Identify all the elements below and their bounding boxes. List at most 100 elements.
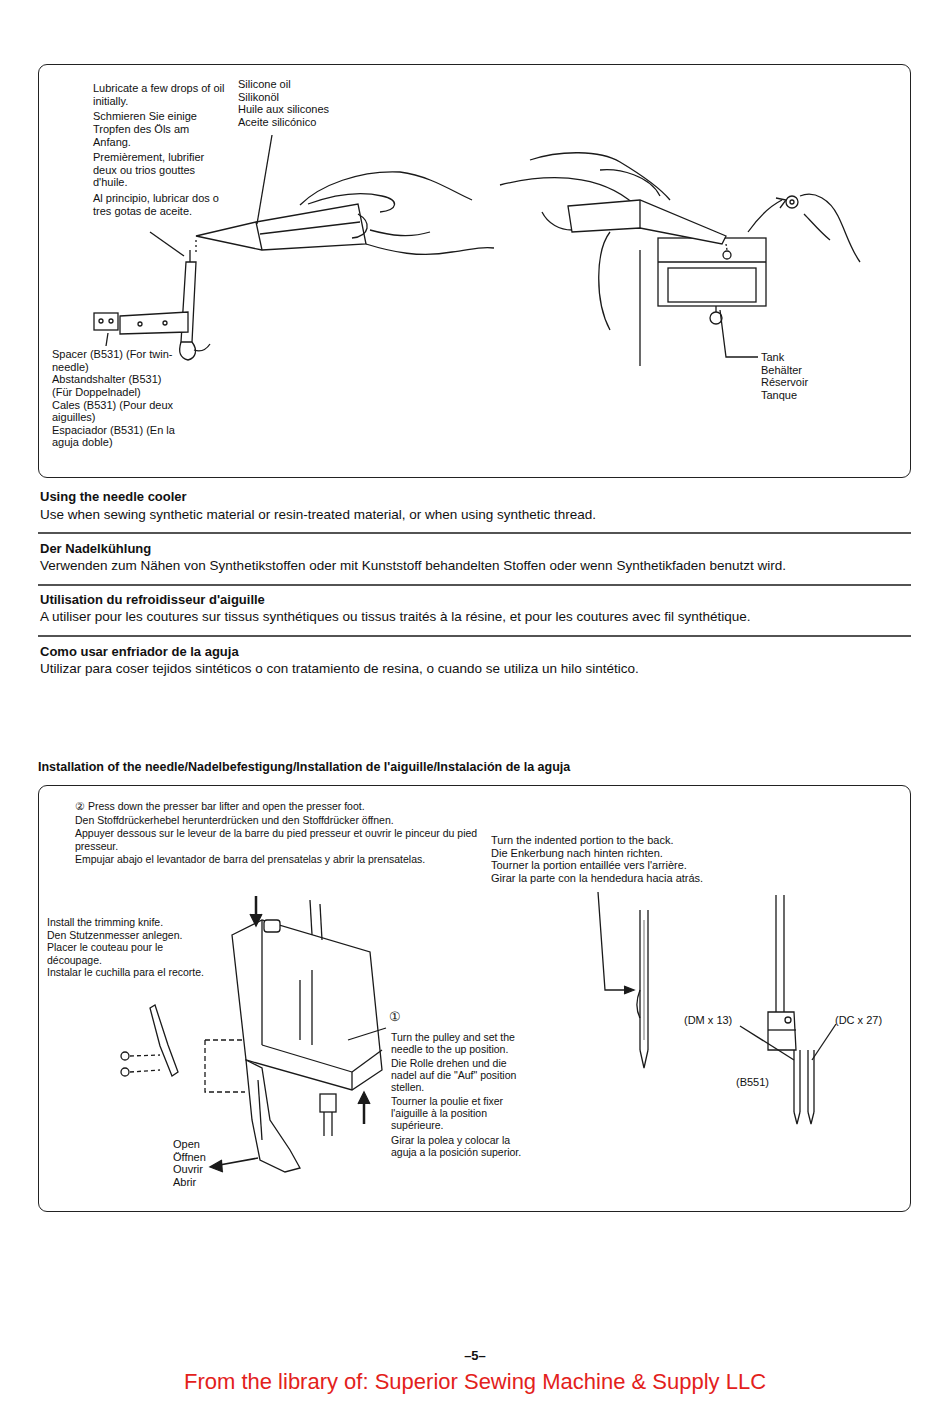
drawing-stroke xyxy=(150,232,184,256)
callout-text: ② Press down the presser bar lifter and … xyxy=(75,800,485,813)
drawing-stroke xyxy=(530,153,670,200)
drawing-stroke xyxy=(300,172,472,205)
drawing-stroke xyxy=(358,1092,370,1104)
callout-text: Appuyer dessous sur le leveur de la barr… xyxy=(75,827,485,852)
callout-text: Turn the indented portion to the back. xyxy=(491,834,791,847)
callout-text: Tanque xyxy=(761,389,861,402)
drawing-stroke xyxy=(624,986,634,994)
callout-text: Öffnen xyxy=(173,1151,243,1164)
drawing-stroke xyxy=(800,194,860,262)
callout-group: ① xyxy=(389,1010,419,1024)
drawing-stroke xyxy=(38,584,911,585)
drawing-stroke xyxy=(264,920,280,932)
drawing-stroke xyxy=(768,1029,796,1030)
drawing-stroke xyxy=(599,232,610,330)
drawing-stroke xyxy=(658,238,766,306)
drawing-stroke xyxy=(640,1050,648,1068)
drawing-stroke xyxy=(257,135,272,224)
drawing-stroke xyxy=(261,920,262,1045)
drawing-stroke xyxy=(120,312,188,334)
callout-text: Girar la parte con la hendedura hacia at… xyxy=(491,872,791,885)
drawing-stroke xyxy=(210,1160,223,1172)
callout-text: (DM x 13) xyxy=(684,1014,764,1026)
section-heading: Utilisation du refroidisseur d'aiguille xyxy=(40,592,910,608)
callout-text: Instalar le cuchilla para el recorte. xyxy=(47,966,212,979)
drawing-stroke xyxy=(639,250,640,366)
figure-panel: Lubricate a few drops of oil initially. S… xyxy=(38,64,911,478)
drawing-stroke xyxy=(598,892,630,990)
callout-text: Silikonöl xyxy=(238,91,378,104)
figure-panel: ② Press down the presser bar lifter and … xyxy=(38,785,911,1212)
drawing-stroke xyxy=(768,1012,796,1050)
drawing-stroke xyxy=(189,250,190,262)
drawing-stroke xyxy=(600,170,660,196)
callout-text: Placer le couteau pour le découpage. xyxy=(47,941,212,966)
callout-text: Open xyxy=(173,1138,243,1151)
drawing-stroke xyxy=(196,204,366,250)
drawing-stroke xyxy=(308,194,395,212)
section-text: Use when sewing synthetic material or re… xyxy=(40,507,910,523)
drawing-stroke xyxy=(668,268,756,302)
callout-text: Al principio, lubricar dos o tres gotas … xyxy=(93,192,225,217)
callout-text: Install the trimming knife. xyxy=(47,916,212,929)
drawing-stroke xyxy=(331,1112,332,1136)
callout-text: ① xyxy=(389,1010,419,1024)
callout-text: Den Stutzenmesser anlegen. xyxy=(47,929,212,942)
section-heading: Der Nadelkühlung xyxy=(40,541,910,557)
drawing-stroke xyxy=(352,214,367,238)
callout-group: (DC x 27) xyxy=(835,1014,915,1026)
drawing-stroke xyxy=(639,910,640,1050)
drawing-stroke xyxy=(775,895,776,1012)
drawing-stroke xyxy=(38,532,911,533)
callout-text: Spacer (B531) (For twin-needle) xyxy=(52,348,182,373)
drawing-stroke xyxy=(723,251,731,259)
section-heading: Como usar enfriador de la aguja xyxy=(40,644,910,660)
drawing-stroke xyxy=(639,200,640,228)
callout-text: Girar la polea y colocar la aguja a la p… xyxy=(391,1134,531,1158)
callout-text: Tank xyxy=(761,351,861,364)
drawing-stroke xyxy=(799,1050,800,1112)
drawing-stroke xyxy=(150,1005,178,1076)
drawing-stroke xyxy=(109,319,113,323)
callout-group: Install the trimming knife.Den Stutzenme… xyxy=(47,916,212,979)
drawing-stroke xyxy=(812,1024,836,1060)
drawing-stroke xyxy=(163,321,167,325)
section-heading: Installation of the needle/Nadelbefestig… xyxy=(38,760,918,775)
drawing-stroke xyxy=(130,1055,160,1056)
drawing-stroke xyxy=(138,322,142,326)
callout-text: Espaciador (B531) (En la aguja doble) xyxy=(52,424,182,449)
callout-text: Abstandshalter (B531) (Für Doppelnadel) xyxy=(52,373,182,398)
drawing-stroke xyxy=(194,344,210,351)
callout-text: Aceite silicónico xyxy=(238,116,378,129)
library-watermark: From the library of: Superior Sewing Mac… xyxy=(0,1369,950,1395)
drawing-stroke xyxy=(310,900,312,935)
drawing-stroke xyxy=(195,240,196,252)
callout-text: Ouvrir xyxy=(173,1163,243,1176)
drawing-stroke xyxy=(258,1080,262,1140)
drawing-stroke xyxy=(205,1040,245,1092)
callout-text: Abrir xyxy=(173,1176,243,1189)
callout-text: Lubricate a few drops of oil initially. xyxy=(93,82,225,107)
drawing-stroke xyxy=(776,198,786,208)
drawing-stroke xyxy=(121,1052,129,1060)
callout-text: Empujar abajo el levantador de barra del… xyxy=(75,853,485,866)
callout-text: Silicone oil xyxy=(238,78,378,91)
drawing-stroke xyxy=(262,1045,352,1072)
drawing-stroke xyxy=(807,1050,808,1112)
drawing-stroke xyxy=(130,1070,160,1072)
drawing-stroke xyxy=(99,319,103,323)
callout-group: ② Press down the presser bar lifter and … xyxy=(75,800,485,867)
drawing-stroke xyxy=(804,214,830,240)
drawing-stroke xyxy=(256,222,262,250)
drawing-stroke xyxy=(637,990,640,1018)
callout-text: (B551) xyxy=(736,1076,796,1088)
drawing-stroke xyxy=(783,895,784,1012)
callout-group: OpenÖffnenOuvrirAbrir xyxy=(173,1138,243,1189)
page-number: –5– xyxy=(0,1348,950,1364)
drawing-stroke xyxy=(323,1112,324,1136)
callout-text: Huile aux silicones xyxy=(238,103,378,116)
drawing-stroke xyxy=(720,310,758,357)
drawing-stroke xyxy=(644,920,645,1040)
callout-text: Cales (B531) (Pour deux aiguilles) xyxy=(52,399,182,424)
drawing-stroke xyxy=(813,1050,814,1112)
